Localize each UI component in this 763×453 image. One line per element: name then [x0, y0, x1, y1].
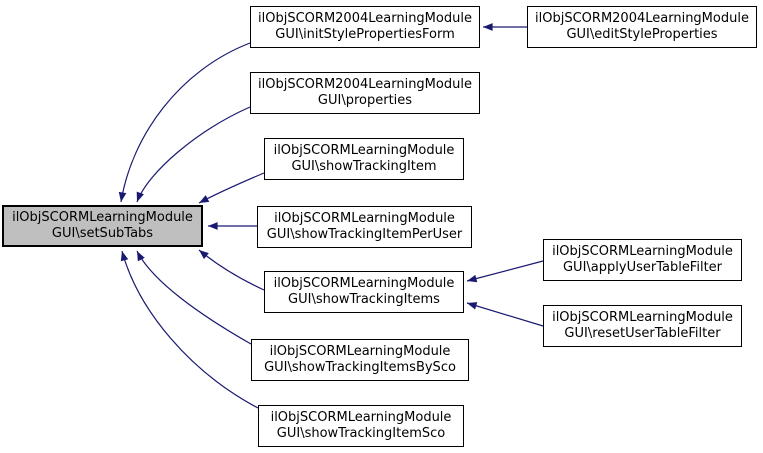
node-setsubtabs[interactable]: ilObjSCORMLearningModule GUI\setSubTabs	[2, 205, 203, 247]
node-label-line2: GUI\showTrackingItemsBySco	[264, 360, 456, 375]
node-showtrackingitems[interactable]: ilObjSCORMLearningModule GUI\showTrackin…	[264, 271, 464, 313]
node-label-line2: GUI\initStylePropertiesForm	[275, 27, 455, 42]
node-initstylepropertiesform[interactable]: ilObjSCORM2004LearningModule GUI\initSty…	[250, 6, 480, 48]
node-label-line1: ilObjSCORMLearningModule	[12, 210, 193, 225]
node-label-line2: GUI\showTrackingItem	[291, 159, 437, 174]
node-editstyleproperties[interactable]: ilObjSCORM2004LearningModule GUI\editSty…	[527, 6, 757, 48]
edge-showtrackingitems-to-setsubtabs	[198, 249, 265, 291]
edge-showtrackingitemsco-to-setsubtabs	[120, 250, 259, 409]
node-label-line1: ilObjSCORM2004LearningModule	[535, 11, 749, 26]
node-label-line1: ilObjSCORMLearningModule	[552, 310, 733, 325]
node-resetusertablefilter[interactable]: ilObjSCORMLearningModule GUI\resetUserTa…	[543, 305, 742, 347]
node-showtrackingitemsco[interactable]: ilObjSCORMLearningModule GUI\showTrackin…	[258, 405, 464, 447]
node-showtrackingitemsbysco[interactable]: ilObjSCORMLearningModule GUI\showTrackin…	[251, 339, 469, 381]
node-label-line2: GUI\properties	[317, 93, 413, 108]
node-label-line1: ilObjSCORMLearningModule	[274, 211, 455, 226]
node-label-line1: ilObjSCORMLearningModule	[273, 143, 455, 158]
node-label-line1: ilObjSCORMLearningModule	[273, 276, 455, 291]
node-label-line2: GUI\resetUserTableFilter	[564, 326, 721, 341]
node-showtrackingitem[interactable]: ilObjSCORMLearningModule GUI\showTrackin…	[264, 138, 464, 180]
node-label-line2: GUI\showTrackingItems	[288, 292, 440, 307]
node-showtrackingitemperuser[interactable]: ilObjSCORMLearningModule GUI\showTrackin…	[257, 206, 472, 248]
node-label-line1: ilObjSCORM2004LearningModule	[258, 77, 472, 92]
edge-showtrackingitem-to-setsubtabs	[198, 172, 265, 204]
node-label-line2: GUI\showTrackingItemPerUser	[266, 227, 463, 242]
node-label-line1: ilObjSCORMLearningModule	[552, 244, 733, 259]
edge-showtrackingitemsbysco-to-setsubtabs	[136, 250, 252, 345]
node-properties[interactable]: ilObjSCORM2004LearningModule GUI\propert…	[250, 72, 480, 114]
node-label-line1: ilObjSCORMLearningModule	[269, 344, 451, 359]
edge-properties-to-setsubtabs	[136, 106, 251, 203]
edge-initstylepropertiesform-to-setsubtabs	[118, 42, 251, 203]
edge-applyusertablefilter-to-showtrackingitems	[466, 260, 544, 283]
node-label-line1: ilObjSCORM2004LearningModule	[258, 11, 472, 26]
node-label-line2: GUI\setSubTabs	[51, 226, 154, 241]
node-label-line1: ilObjSCORMLearningModule	[270, 410, 452, 425]
edge-resetusertablefilter-to-showtrackingitems	[466, 302, 544, 327]
node-label-line2: GUI\showTrackingItemSco	[276, 426, 446, 441]
node-label-line2: GUI\editStyleProperties	[566, 27, 718, 42]
node-applyusertablefilter[interactable]: ilObjSCORMLearningModule GUI\applyUserTa…	[543, 239, 742, 281]
node-label-line2: GUI\applyUserTableFilter	[562, 260, 723, 275]
